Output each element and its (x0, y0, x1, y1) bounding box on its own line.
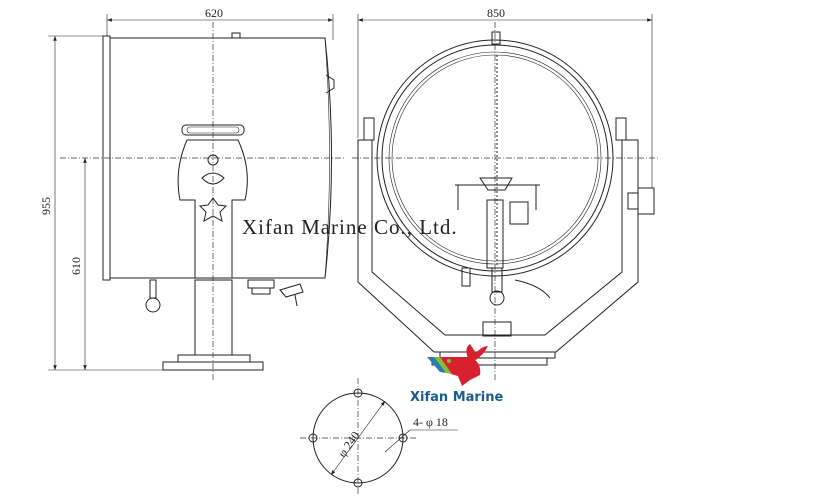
logo-text: Xifan Marine (410, 390, 504, 405)
xifan-logo: Xifan Marine (410, 344, 504, 405)
dim-total-height: 955 (39, 197, 53, 215)
front-view: 850 (352, 6, 660, 380)
dim-center-height: 610 (69, 257, 83, 275)
dim-side-width: 620 (205, 6, 223, 20)
side-view: 620 955 610 (39, 6, 345, 380)
dim-bolt-circle: φ 240 (335, 429, 362, 460)
dim-bolt-holes: 4- φ 18 (413, 415, 448, 429)
dim-front-width: 850 (487, 6, 505, 20)
watermark: Xifan Marine Co., Ltd. (242, 215, 458, 239)
